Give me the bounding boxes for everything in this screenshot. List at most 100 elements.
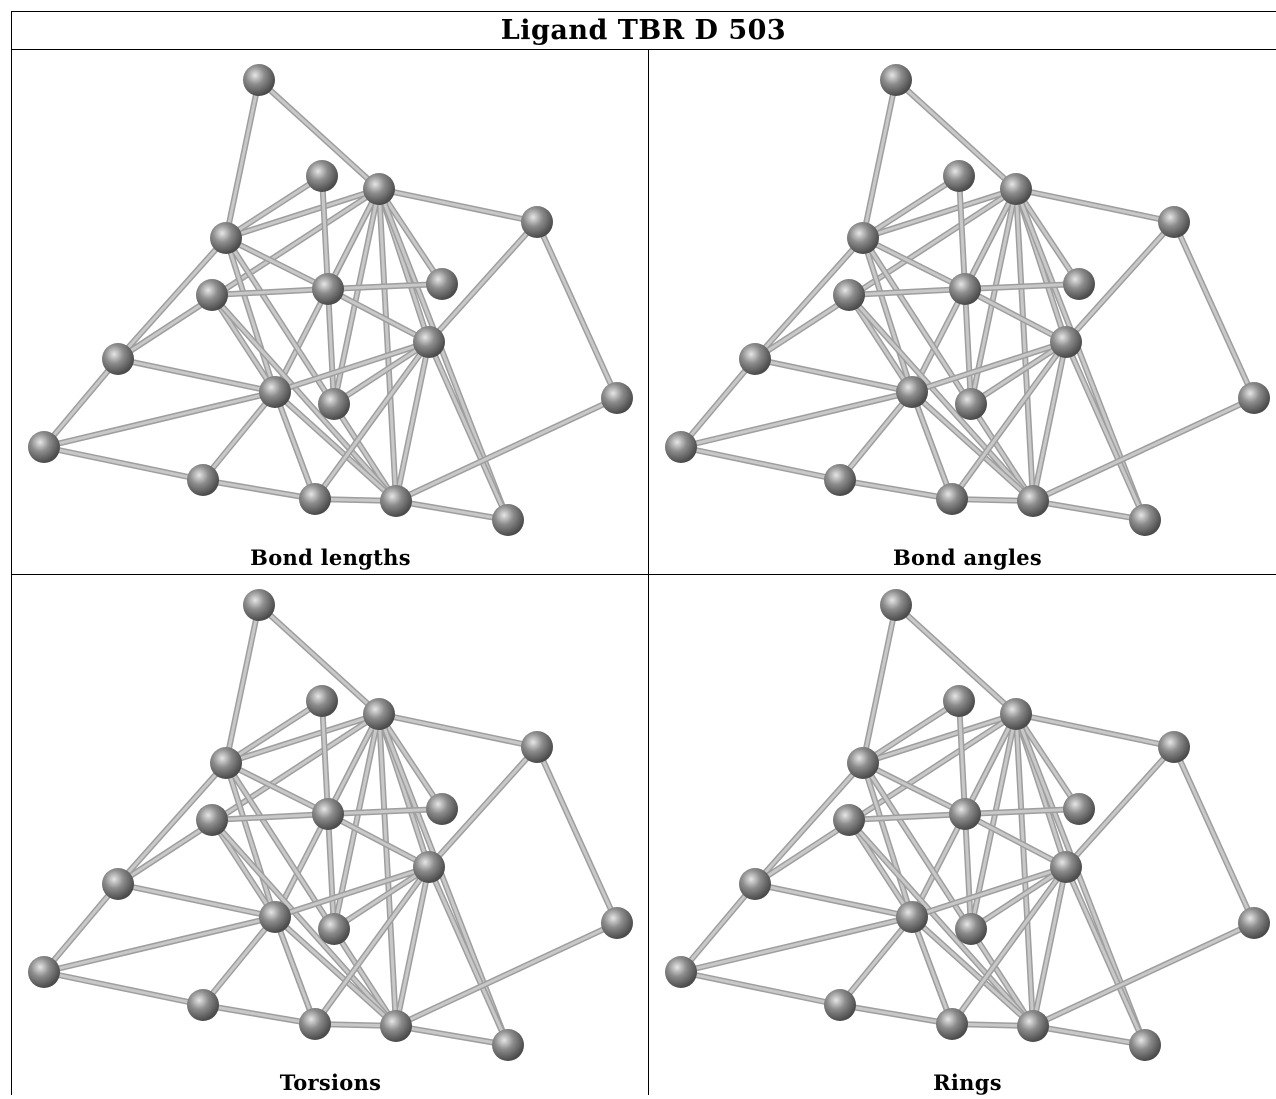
atom-A1	[243, 589, 275, 621]
bond-highlight	[963, 807, 1081, 816]
bond-highlight	[679, 390, 914, 449]
bond-highlight	[679, 357, 757, 449]
bond-highlight	[116, 236, 228, 361]
atom-A16	[299, 1008, 331, 1040]
atom-A11	[259, 376, 291, 408]
panel-caption: Torsions	[279, 1070, 382, 1095]
atom-A6	[833, 804, 865, 836]
bond-highlight	[963, 287, 1068, 344]
bond-highlight	[679, 882, 757, 974]
bond-highlight	[861, 761, 914, 919]
molecule-diagram	[28, 589, 633, 1061]
bond-highlight	[910, 340, 1068, 394]
bond-highlight	[679, 445, 842, 482]
bond-highlight	[861, 712, 1018, 765]
atom-A5	[210, 222, 242, 254]
bond-highlight	[963, 812, 1068, 869]
panel-caption: Rings	[933, 1070, 1002, 1095]
atom-A3	[1000, 698, 1032, 730]
bond-highlight	[969, 865, 1068, 931]
bond-highlight	[963, 812, 973, 931]
bond-highlight	[210, 818, 398, 1028]
panel-bond-angles: Bond angles	[649, 50, 1276, 574]
top-border	[11, 11, 1276, 12]
bond-highlight	[861, 236, 967, 291]
bond-highlight	[753, 761, 865, 886]
bond-highlight	[394, 1024, 510, 1047]
bond-highlight	[377, 187, 539, 224]
bond-highlight	[394, 499, 510, 522]
atom-A2	[306, 160, 338, 192]
bond-highlight	[427, 865, 510, 1047]
bond-highlight	[273, 865, 431, 919]
bond-highlight	[861, 78, 898, 240]
bond-highlight	[116, 761, 228, 886]
bond-highlight	[861, 174, 961, 240]
bond-highlight	[969, 340, 1068, 406]
bond-highlight	[1064, 340, 1147, 522]
bond-highlight	[42, 970, 205, 1007]
bond-highlight	[320, 174, 330, 291]
bond-highlight	[224, 712, 381, 765]
molecule-diagram	[665, 589, 1270, 1061]
bond-highlight	[753, 882, 914, 919]
bond-highlight	[332, 340, 431, 406]
bond-highlight	[1064, 220, 1176, 344]
atom-A8	[1063, 268, 1095, 300]
bond-highlight	[1172, 220, 1256, 400]
bond-highlight	[210, 293, 398, 503]
atom-A8	[426, 268, 458, 300]
bond-highlight	[257, 603, 381, 716]
bond-highlight	[326, 812, 431, 869]
atom-A11	[896, 376, 928, 408]
bond-highlight	[679, 915, 914, 974]
bond-highlight	[847, 293, 1035, 503]
atom-A16	[936, 1008, 968, 1040]
atom-A2	[943, 685, 975, 717]
bond-highlight	[1014, 187, 1081, 286]
bond-highlight	[1064, 865, 1147, 1047]
bond-highlight	[320, 699, 330, 816]
bond-highlight	[535, 745, 619, 925]
atom-A7	[312, 798, 344, 830]
atom-A10	[1050, 326, 1082, 358]
bond-highlight	[224, 174, 324, 240]
bond-highlight	[326, 812, 336, 931]
atom-A12	[665, 956, 697, 988]
atom-A4	[1158, 206, 1190, 238]
bond-highlight	[1031, 865, 1068, 1028]
bond-highlight	[201, 915, 277, 1007]
bond-highlight	[224, 761, 277, 919]
atom-A10	[1050, 851, 1082, 883]
bond-highlight	[679, 970, 842, 1007]
bond-highlight	[224, 236, 277, 394]
atom-A1	[243, 64, 275, 96]
bond-highlight	[42, 882, 120, 974]
bond-highlight	[210, 812, 330, 822]
bond-highlight	[377, 712, 539, 749]
panel-rings: Rings	[649, 575, 1276, 1099]
atom-A18	[1129, 1029, 1161, 1061]
bond-highlight	[313, 340, 431, 501]
bond-highlight	[910, 390, 954, 501]
bond-highlight	[861, 236, 1035, 503]
bond-highlight	[224, 236, 398, 503]
atom-A12	[28, 956, 60, 988]
column-divider	[648, 49, 649, 1095]
atom-A6	[833, 279, 865, 311]
bond-highlight	[224, 761, 398, 1028]
atom-A4	[521, 206, 553, 238]
bond-highlight	[326, 807, 444, 816]
bond-highlight	[377, 712, 444, 811]
bond-highlight	[273, 915, 398, 1028]
atom-A2	[943, 160, 975, 192]
bond-highlight	[313, 865, 431, 1026]
atom-A17	[1017, 485, 1049, 517]
bond-highlight	[753, 236, 865, 361]
bond-highlight	[861, 187, 1018, 240]
bond-highlight	[42, 357, 120, 449]
bond-highlight	[332, 865, 431, 931]
atom-A13	[187, 464, 219, 496]
bond-highlight	[838, 915, 914, 1007]
bond-highlight	[1014, 187, 1176, 224]
